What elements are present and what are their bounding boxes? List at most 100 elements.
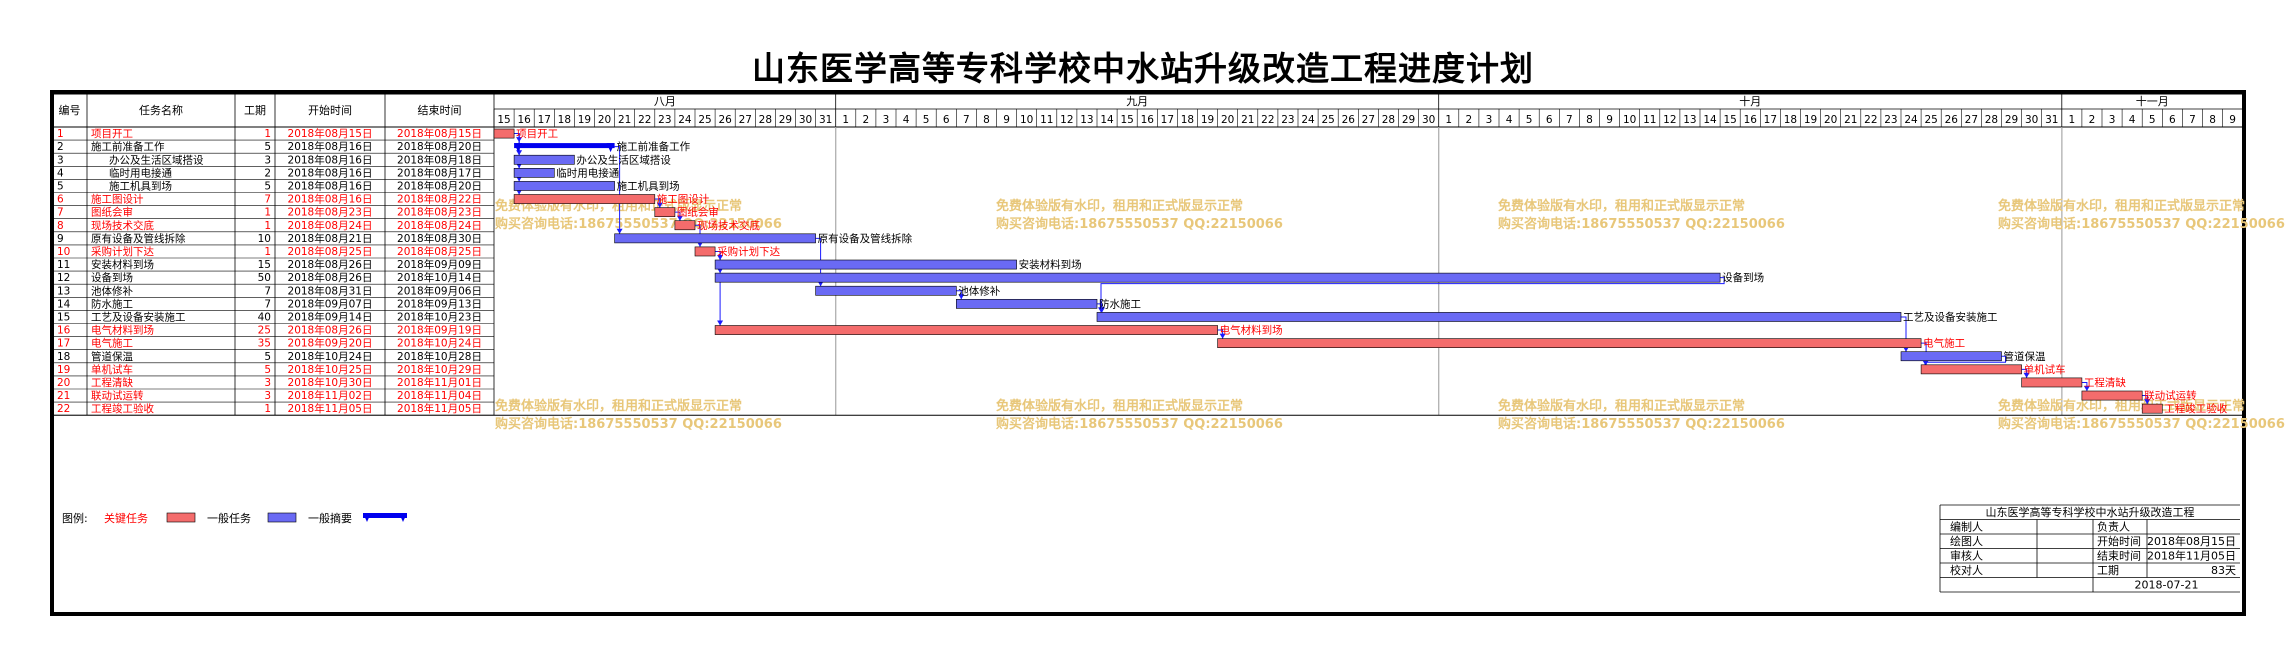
day-label: 27	[739, 114, 752, 126]
watermark-text: 免费体验版有水印，租用和正式版显示正常	[996, 398, 1243, 414]
task-start: 2018年08月26日	[288, 271, 373, 284]
task-name: 工艺及设备安装施工	[91, 311, 186, 324]
task-end: 2018年08月22日	[397, 193, 482, 206]
task-bar	[714, 325, 1218, 335]
task-name: 电气施工	[91, 337, 133, 350]
day-label: 29	[779, 114, 792, 126]
day-label: 9	[2229, 114, 2236, 126]
info-table-cell: 审核人	[1950, 549, 1983, 563]
bar-label: 施工图设计	[657, 193, 710, 206]
day-label: 5	[1526, 114, 1533, 126]
info-table-cell: 校对人	[1950, 563, 1983, 577]
task-name: 临时用电接通	[109, 166, 172, 179]
task-end: 2018年09月19日	[397, 324, 482, 337]
task-name: 防水施工	[91, 297, 133, 310]
day-label: 3	[1486, 114, 1493, 126]
task-end: 2018年10月23日	[397, 311, 482, 324]
column-header: 工期	[244, 104, 266, 117]
day-label: 31	[2045, 114, 2058, 126]
task-name: 项目开工	[91, 128, 133, 140]
task-end: 2018年09月06日	[397, 284, 482, 297]
task-name: 施工图设计	[91, 193, 144, 206]
bar-label: 工艺及设备安装施工	[1903, 311, 1998, 324]
day-label: 24	[678, 114, 692, 126]
link-arrow	[2023, 372, 2030, 378]
task-bar	[493, 128, 515, 139]
day-label: 11	[1040, 114, 1053, 126]
day-label: 24	[1301, 114, 1315, 126]
task-end: 2018年08月24日	[397, 219, 482, 232]
link-arrow	[717, 320, 724, 326]
bar-label: 管道保温	[2004, 350, 2046, 363]
dependency-link	[715, 250, 721, 326]
task-start: 2018年08月15日	[288, 127, 373, 140]
bar-label: 现场技术交底	[697, 219, 760, 232]
day-label: 2	[2089, 114, 2096, 126]
task-end: 2018年08月20日	[397, 140, 482, 153]
watermark-text: 免费体验版有水印，租用和正式版显示正常	[996, 198, 1243, 214]
page-title: 山东医学高等专科学校中水站升级改造工程进度计划	[752, 49, 1534, 88]
day-label: 20	[1824, 114, 1837, 126]
task-id: 18	[57, 351, 70, 363]
link-arrow	[1098, 307, 1104, 313]
task-name: 原有设备及管线拆除	[91, 232, 186, 245]
watermark-text: 购买咨询电话:18675550537 QQ:22150066	[1498, 216, 1785, 232]
day-label: 28	[759, 114, 772, 126]
task-duration: 3	[264, 390, 271, 402]
watermark-text: 购买咨询电话:18675550537 QQ:22150066	[1498, 416, 1785, 432]
day-label: 22	[638, 114, 651, 126]
day-label: 21	[618, 114, 631, 126]
day-label: 17	[1764, 114, 1777, 126]
task-end: 2018年08月25日	[397, 245, 482, 258]
day-label: 19	[578, 114, 591, 126]
task-duration: 50	[258, 272, 271, 284]
task-duration: 3	[264, 377, 271, 389]
day-label: 25	[1924, 114, 1937, 126]
task-name: 安装材料到场	[91, 258, 154, 271]
bar-label: 施工前准备工作	[617, 140, 691, 153]
task-end: 2018年10月29日	[397, 363, 482, 376]
watermark-text: 购买咨询电话:18675550537 QQ:22150066	[996, 416, 1283, 432]
link-arrow	[656, 202, 663, 208]
day-label: 1	[1445, 114, 1452, 126]
day-label: 15	[1120, 114, 1133, 126]
task-start: 2018年08月23日	[288, 206, 373, 219]
task-duration: 2	[264, 167, 271, 179]
bar-label: 池体修补	[958, 284, 1000, 297]
task-duration: 1	[264, 403, 271, 415]
task-bar	[1900, 351, 2002, 362]
task-bar	[2081, 390, 2143, 401]
day-label: 18	[1784, 114, 1797, 126]
day-label: 7	[963, 114, 970, 126]
link-arrow	[2144, 399, 2151, 405]
task-duration: 15	[258, 259, 271, 271]
task-end: 2018年08月18日	[397, 153, 482, 166]
task-duration: 25	[258, 325, 271, 337]
day-label: 23	[1281, 114, 1294, 126]
task-id: 12	[57, 272, 70, 284]
day-label: 26	[1945, 114, 1959, 126]
day-label: 8	[983, 114, 990, 126]
info-table-cell: 83天	[2211, 564, 2236, 577]
watermark-text: 购买咨询电话:18675550537 QQ:22150066	[495, 416, 782, 432]
task-id: 7	[57, 207, 64, 219]
bar-label: 采购计划下达	[717, 245, 780, 258]
column-header: 任务名称	[139, 103, 183, 117]
legend-normal-label: 一般任务	[207, 512, 251, 525]
task-start: 2018年09月20日	[288, 337, 373, 350]
task-id: 5	[57, 181, 64, 193]
task-start: 2018年08月25日	[288, 245, 373, 258]
task-id: 17	[57, 338, 70, 350]
bar-label: 联动试运转	[2144, 389, 2197, 402]
task-end: 2018年10月24日	[397, 337, 482, 350]
watermark-text: 购买咨询电话:18675550537 QQ:22150066	[1998, 416, 2285, 432]
task-name: 设备到场	[91, 271, 133, 284]
day-label: 31	[819, 114, 832, 126]
bar-label: 工程竣工验收	[2164, 402, 2227, 415]
legend-summary-swatch	[363, 513, 407, 518]
summary-bar-cap	[514, 143, 523, 153]
info-table-cell: 编制人	[1950, 520, 1983, 534]
task-start: 2018年08月16日	[288, 180, 373, 193]
task-duration: 35	[258, 338, 271, 350]
